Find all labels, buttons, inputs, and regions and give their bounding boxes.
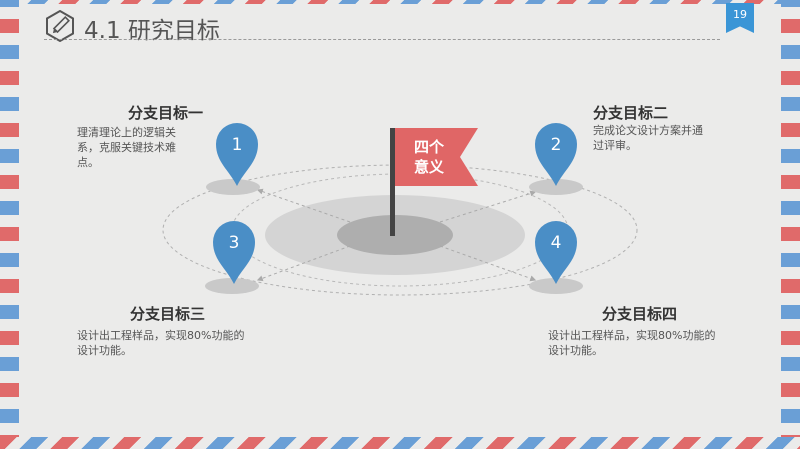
header-divider: [44, 39, 720, 40]
arrow-to-goal-3: [256, 245, 351, 282]
pin-4: 4: [529, 221, 583, 294]
goal-3-title: 分支目标三: [130, 305, 206, 323]
goal-1-desc: 理清理论上的逻辑关系，克服关键技术难点。: [77, 126, 176, 169]
airmail-border-left: [0, 0, 19, 449]
arrow-to-goal-4: [439, 245, 537, 282]
goal-4-title: 分支目标四: [602, 305, 678, 323]
flag-pole: [390, 128, 395, 236]
pin-3: 3: [205, 221, 259, 294]
pin-number-3: 3: [229, 233, 240, 253]
arrow-to-goal-2: [439, 190, 537, 223]
airmail-border-right: [781, 0, 800, 449]
arrow-to-goal-1: [256, 188, 351, 223]
pin-number-4: 4: [551, 233, 562, 253]
flag: [395, 128, 478, 186]
goal-4-desc: 设计出工程样品，实现80%功能的设计功能。: [548, 329, 716, 357]
pin-2: 2: [529, 123, 583, 195]
goal-3-desc: 设计出工程样品，实现80%功能的设计功能。: [77, 329, 245, 357]
pin-1: 1: [206, 123, 260, 195]
airmail-border-bottom: [0, 437, 800, 449]
goal-1-title: 分支目标一: [128, 104, 204, 122]
pin-number-2: 2: [551, 135, 562, 155]
flag-text-line2: 意义: [414, 158, 444, 176]
goal-2-desc: 完成论文设计方案并通过评审。: [593, 124, 703, 152]
airmail-border-top: [0, 0, 800, 4]
goal-2-title: 分支目标二: [593, 104, 669, 122]
flag-text-line1: 四个: [414, 138, 445, 156]
pin-number-1: 1: [232, 135, 243, 155]
pencil-icon: [46, 10, 74, 42]
page-number-badge: 19: [726, 3, 754, 33]
